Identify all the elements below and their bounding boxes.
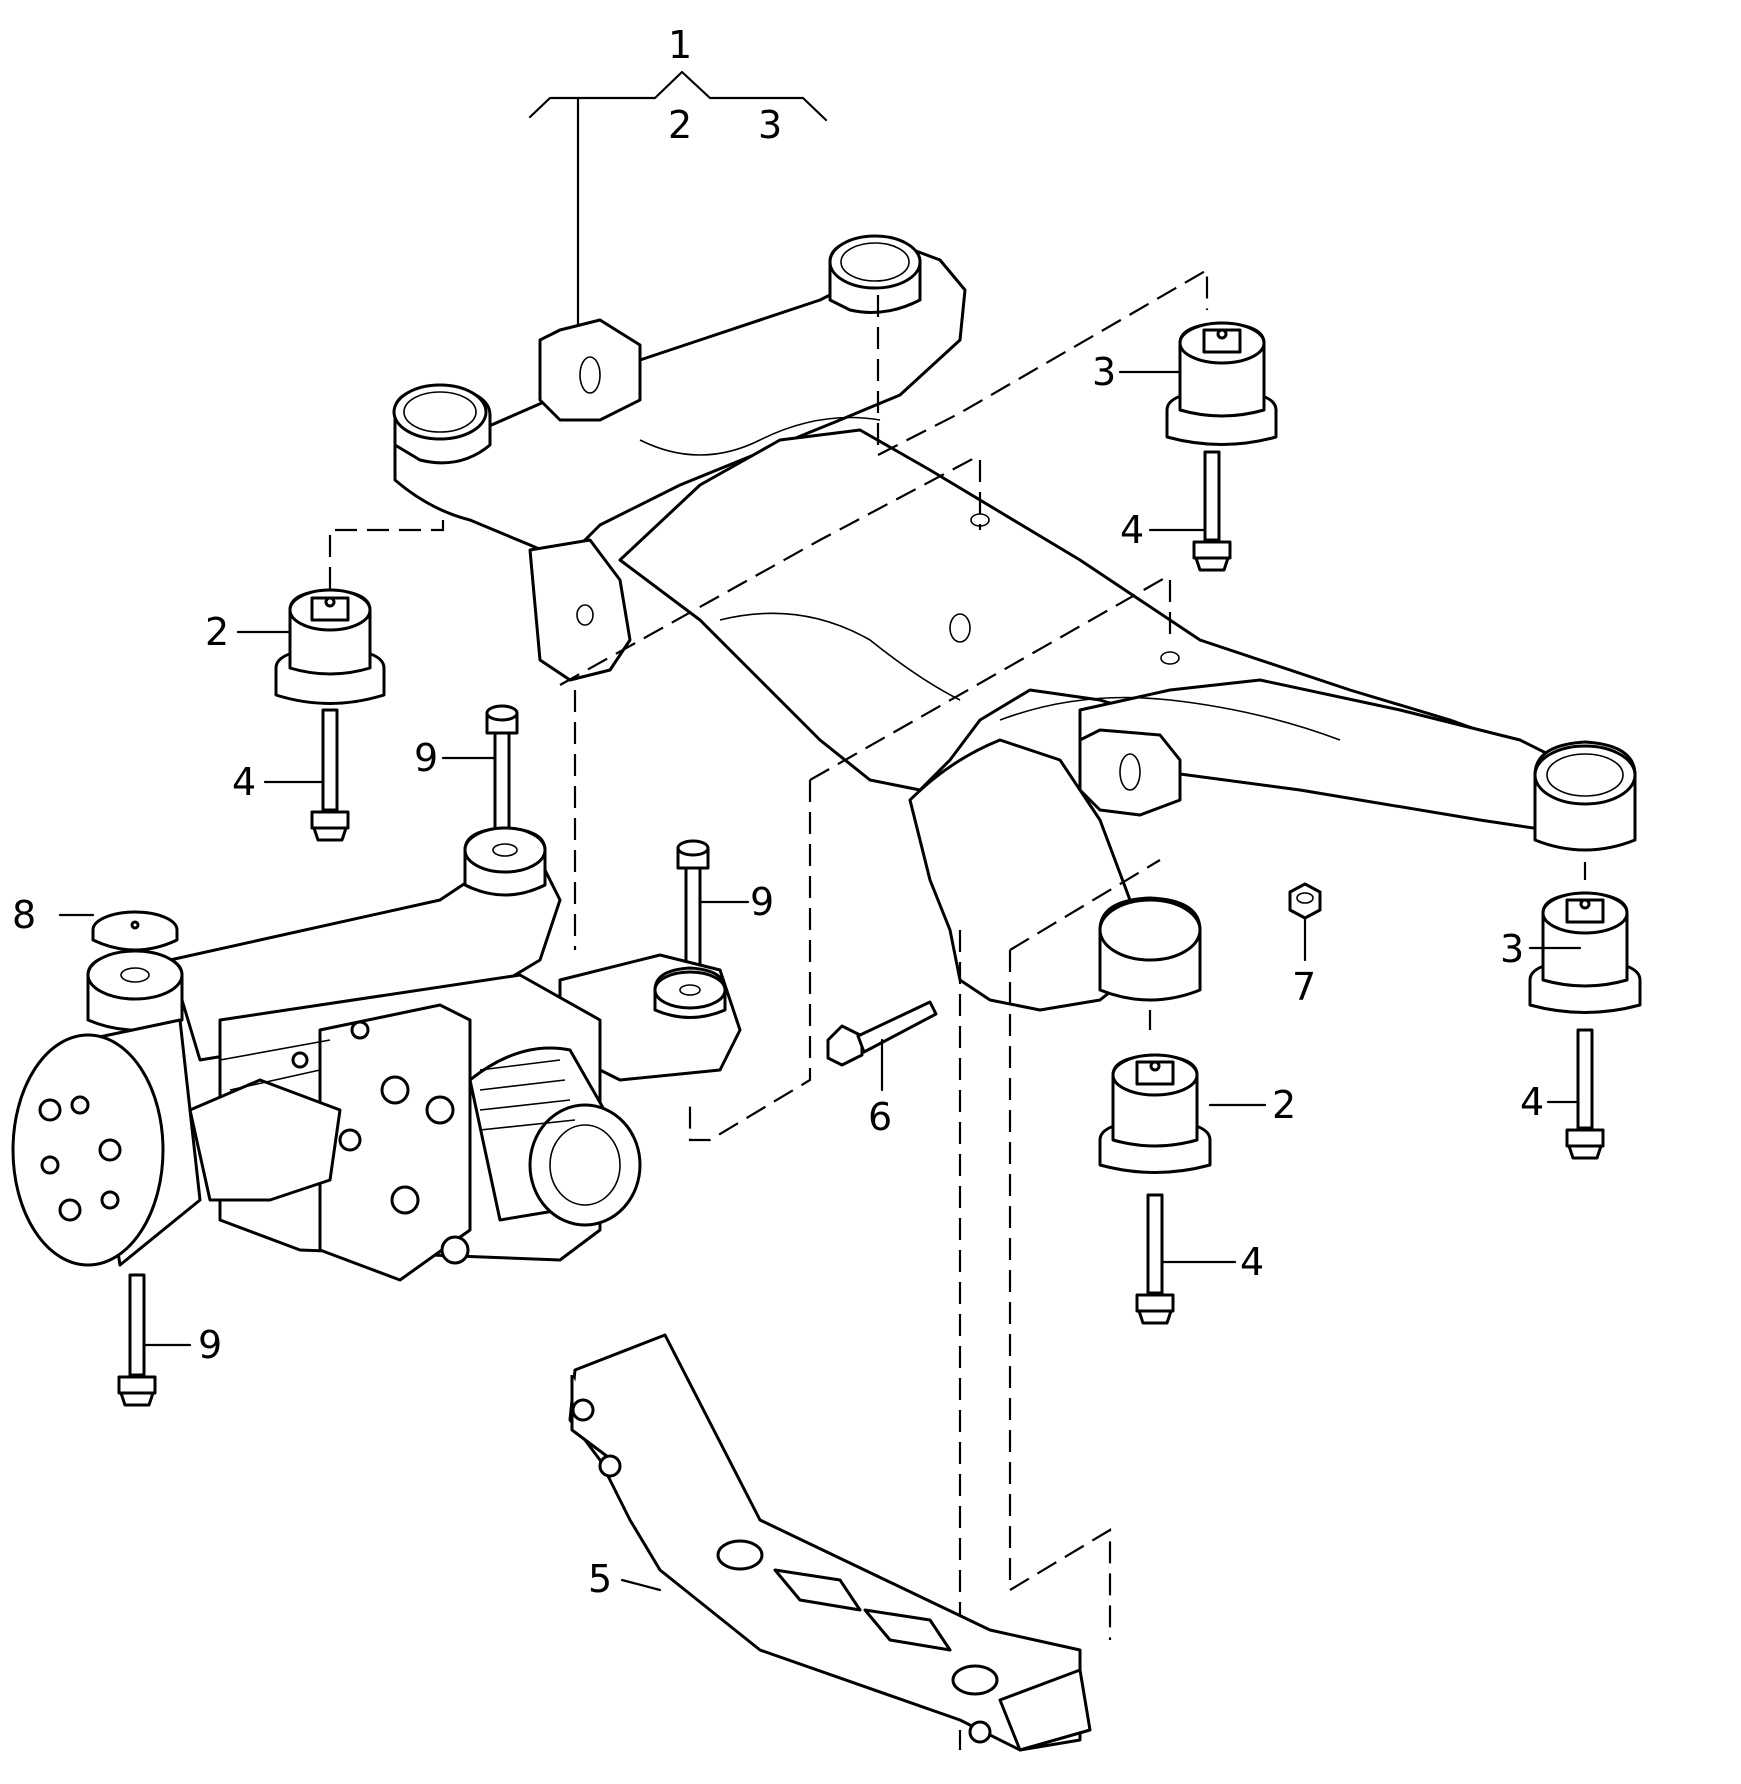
bushing-2-right	[1098, 1053, 1212, 1174]
callout-3-header: 3	[758, 103, 782, 147]
callout-9-bolt-lower: 9	[198, 1323, 222, 1367]
bushing-3-top	[1165, 321, 1278, 446]
callout-3-bushing-top: 3	[1092, 350, 1116, 394]
callout-4-bolt-lower: 4	[1240, 1240, 1264, 1284]
bolt-4-lower	[1135, 1193, 1175, 1325]
bolt-9-upper	[485, 704, 519, 835]
callout-4-bolt-top: 4	[1120, 508, 1144, 552]
group-bracket	[528, 70, 828, 332]
callout-2-header: 2	[668, 103, 692, 147]
bolt-9-lower	[117, 1273, 157, 1407]
alignment-lines	[328, 268, 1587, 1750]
callout-3-bushing-right: 3	[1500, 927, 1524, 971]
callout-4-bolt-left: 4	[232, 760, 256, 804]
callout-1: 1	[668, 23, 692, 67]
callout-9-bolt-upper: 9	[414, 736, 438, 780]
callout-4-bolt-right: 4	[1520, 1080, 1544, 1124]
bolt-9-mid	[676, 839, 710, 970]
leader-lines	[58, 370, 1582, 1592]
callout-9-bolt-mid: 9	[750, 880, 774, 924]
nut-7	[1288, 882, 1322, 920]
bolt-4-left	[310, 708, 350, 842]
subframe	[392, 234, 1637, 1012]
differential-unit	[11, 826, 742, 1282]
bracket-5	[568, 1333, 1092, 1752]
bushing-3-right	[1528, 891, 1642, 1014]
callout-8-washer: 8	[12, 893, 36, 937]
bolt-4-top	[1192, 450, 1232, 572]
callout-2-bushing-left: 2	[205, 610, 229, 654]
washer-8	[91, 910, 179, 952]
callout-6-screw: 6	[868, 1095, 892, 1139]
callout-2-bushing-right: 2	[1272, 1083, 1296, 1127]
screw-6	[826, 1000, 938, 1067]
callout-5-bracket: 5	[588, 1557, 612, 1601]
bushing-2-left	[274, 588, 386, 705]
callout-7-nut: 7	[1292, 965, 1316, 1009]
bolt-4-right	[1565, 1028, 1605, 1160]
